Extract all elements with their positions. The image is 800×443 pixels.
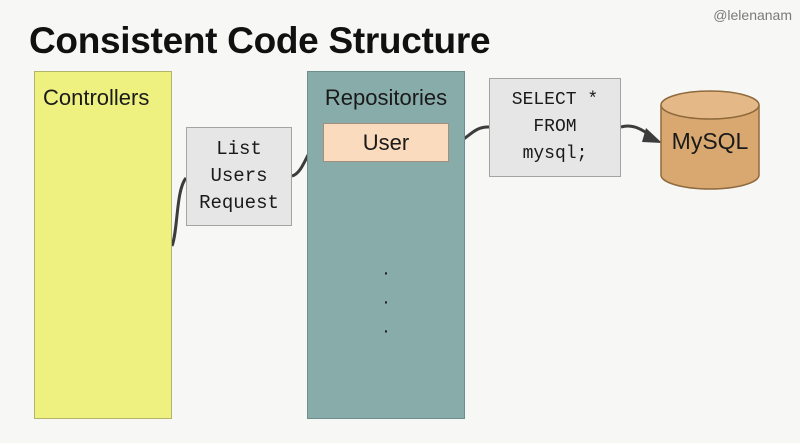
controllers-layer: Controllers xyxy=(34,71,172,419)
author-handle: @lelenanam xyxy=(713,7,792,23)
slide-title: Consistent Code Structure xyxy=(29,20,491,61)
mysql-cylinder xyxy=(660,90,760,190)
more-repositories-ellipsis: · · · xyxy=(382,262,390,342)
controllers-label: Controllers xyxy=(43,85,150,110)
list-users-request-box: List Users Request xyxy=(186,127,292,226)
mysql-label: MySQL xyxy=(671,128,749,154)
arrowhead xyxy=(642,128,662,143)
user-repository-box: User xyxy=(323,123,449,162)
sql-query-box: SELECT * FROM mysql; xyxy=(489,78,621,177)
connector-controllers-request xyxy=(170,177,188,247)
repositories-label: Repositories xyxy=(324,85,448,110)
